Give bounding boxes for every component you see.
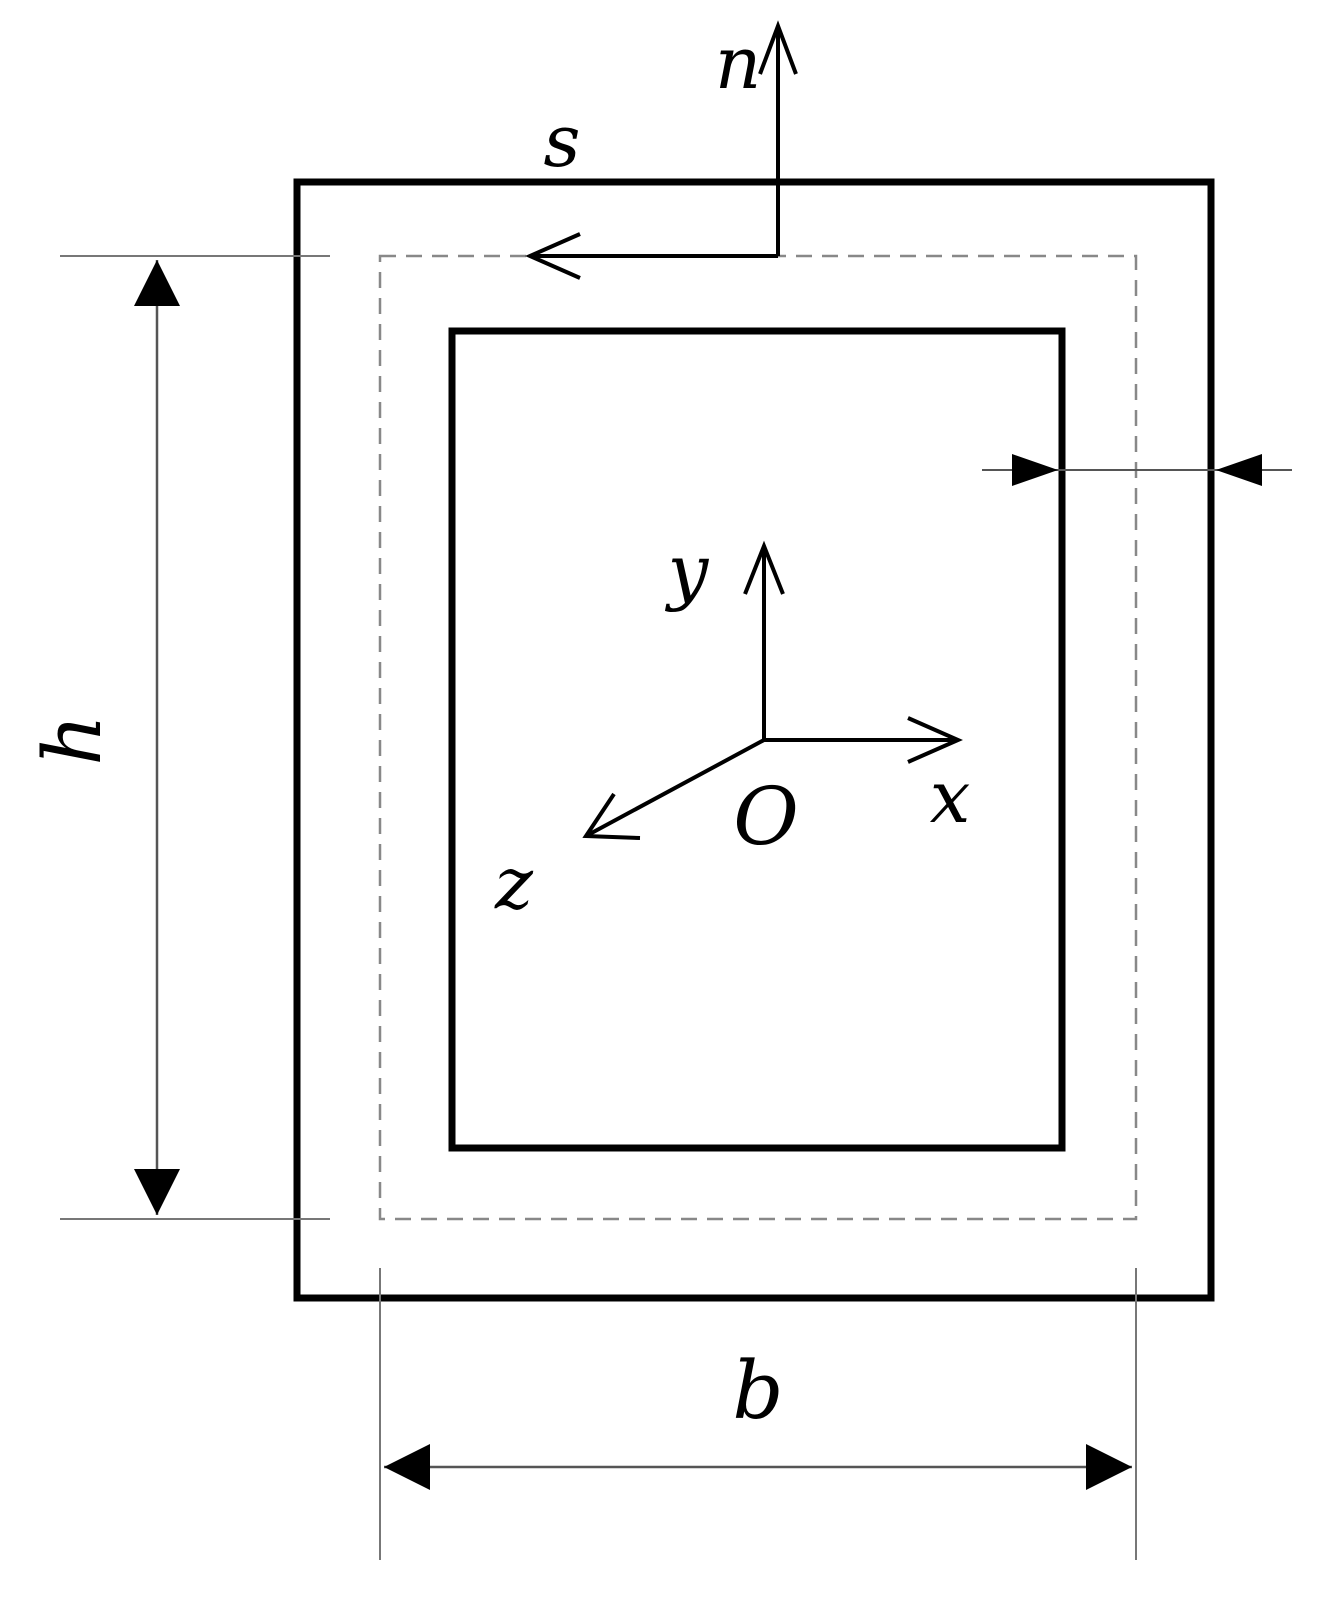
label-y: y <box>665 529 710 613</box>
thickness-arrow-left <box>1012 454 1058 486</box>
thickness-arrow-right <box>1216 454 1262 486</box>
n-arrowhead <box>758 20 798 75</box>
z-axis-arrow <box>585 738 765 838</box>
label-h: h <box>26 714 119 766</box>
s-arrowhead <box>525 232 581 280</box>
label-origin: O <box>733 770 799 863</box>
z-arrowhead <box>582 792 641 840</box>
inner-wall <box>448 327 1066 1152</box>
x-arrowhead <box>907 716 963 764</box>
y-arrowhead <box>743 540 785 595</box>
label-b: b <box>732 1344 783 1437</box>
label-n: n <box>715 21 761 105</box>
label-z: z <box>494 841 534 925</box>
label-x: x <box>930 755 971 839</box>
wall-midline <box>378 254 1138 1221</box>
outer-wall <box>293 178 1215 1302</box>
label-s: s <box>544 99 581 183</box>
